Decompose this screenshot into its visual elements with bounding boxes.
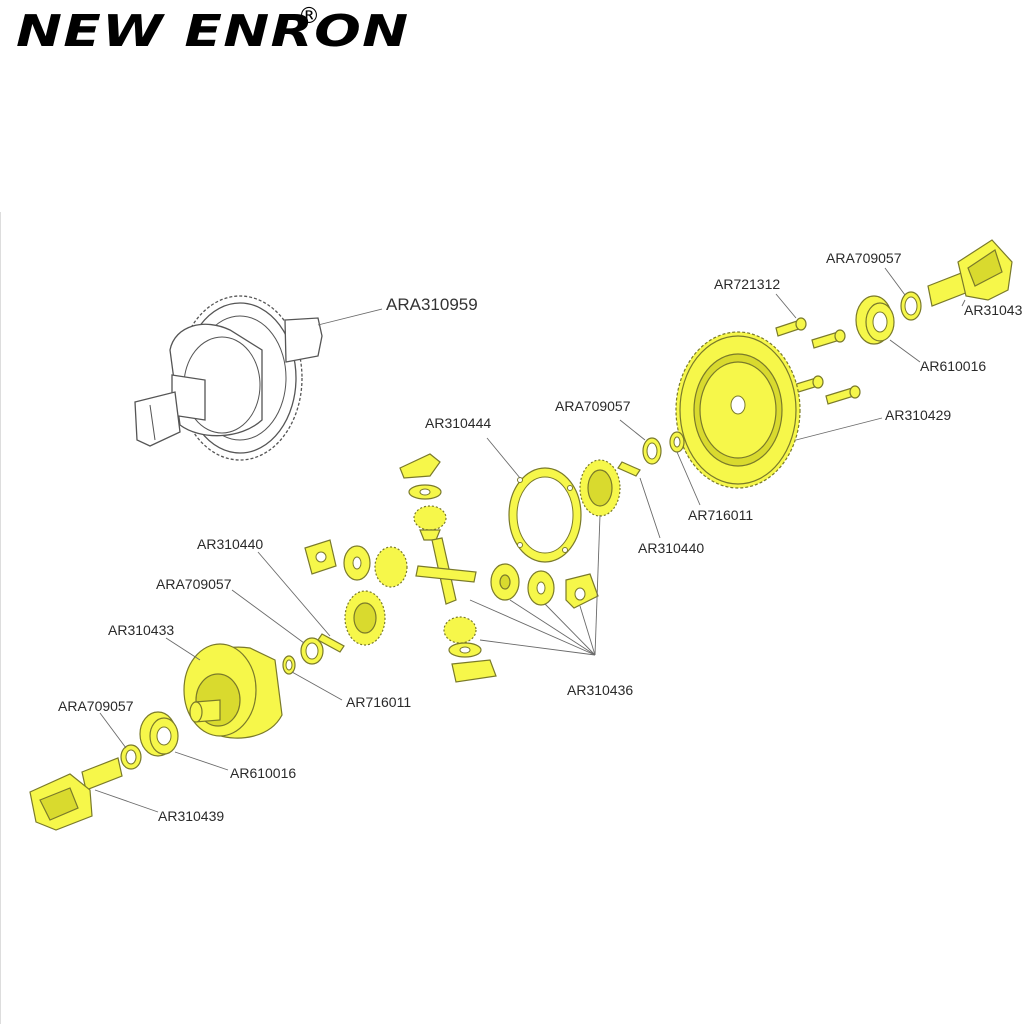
label-ar310444: AR310444 [425, 415, 491, 431]
part-ar716011-top-shim [669, 431, 685, 453]
label-ar716011-top: AR716011 [688, 507, 753, 523]
label-ar610016-bottom: AR610016 [230, 765, 296, 781]
label-ar310440-top: AR310440 [638, 540, 704, 556]
label-ar31043: AR31043 [964, 302, 1023, 318]
label-ar310436: AR310436 [567, 682, 633, 698]
part-ar310439-output-cup [29, 757, 123, 831]
label-ar716011-left: AR716011 [346, 694, 411, 710]
assembled-differential-drawing [134, 295, 323, 461]
label-assembly: ARA310959 [386, 295, 478, 314]
part-ar310440-left-pin [317, 633, 345, 653]
leaders-ar310436 [469, 514, 601, 656]
part-ar310429-spur-gear [675, 331, 801, 489]
label-ara709057-bottom: ARA709057 [58, 698, 134, 714]
part-bevel-gear-large-right [579, 459, 621, 517]
label-ar310440-left: AR310440 [197, 536, 263, 552]
part-ar310433-diff-case [183, 643, 283, 739]
part-ar610016-top-bearing [855, 295, 895, 345]
label-ar310439: AR310439 [158, 808, 224, 824]
part-ar31043-output-cup [927, 239, 1013, 307]
label-ara709057-top: ARA709057 [826, 250, 902, 266]
label-ar610016-top: AR610016 [920, 358, 986, 374]
part-ar310444-gasket [508, 467, 582, 563]
registered-mark: ® [298, 4, 320, 29]
part-ar310436-internals [304, 453, 599, 683]
assembly-left-cup [134, 391, 181, 447]
part-ar721312-pins [775, 317, 861, 405]
label-ar310429: AR310429 [885, 407, 951, 423]
label-ar310433: AR310433 [108, 622, 174, 638]
assembly-right-output [284, 317, 323, 363]
part-ara709057-top-washer [900, 291, 922, 321]
label-ara709057-left: ARA709057 [156, 576, 232, 592]
label-ara709057-mid: ARA709057 [555, 398, 631, 414]
brand-name: NEW ENRON [16, 6, 410, 57]
part-ara709057-left-washer [300, 637, 324, 665]
brand-logo: NEW ENRON [16, 6, 408, 57]
part-ar310440-top-pin [617, 461, 641, 477]
part-bevel-gear-large-left [344, 590, 386, 646]
part-ara709057-bottom-washer [120, 744, 142, 770]
leader-assembly [317, 308, 383, 326]
part-ara709057-mid-washer [642, 437, 662, 465]
label-ar721312: AR721312 [714, 276, 780, 292]
part-ar610016-bottom-bearing [139, 711, 179, 757]
part-ar716011-left-shim [282, 655, 296, 675]
